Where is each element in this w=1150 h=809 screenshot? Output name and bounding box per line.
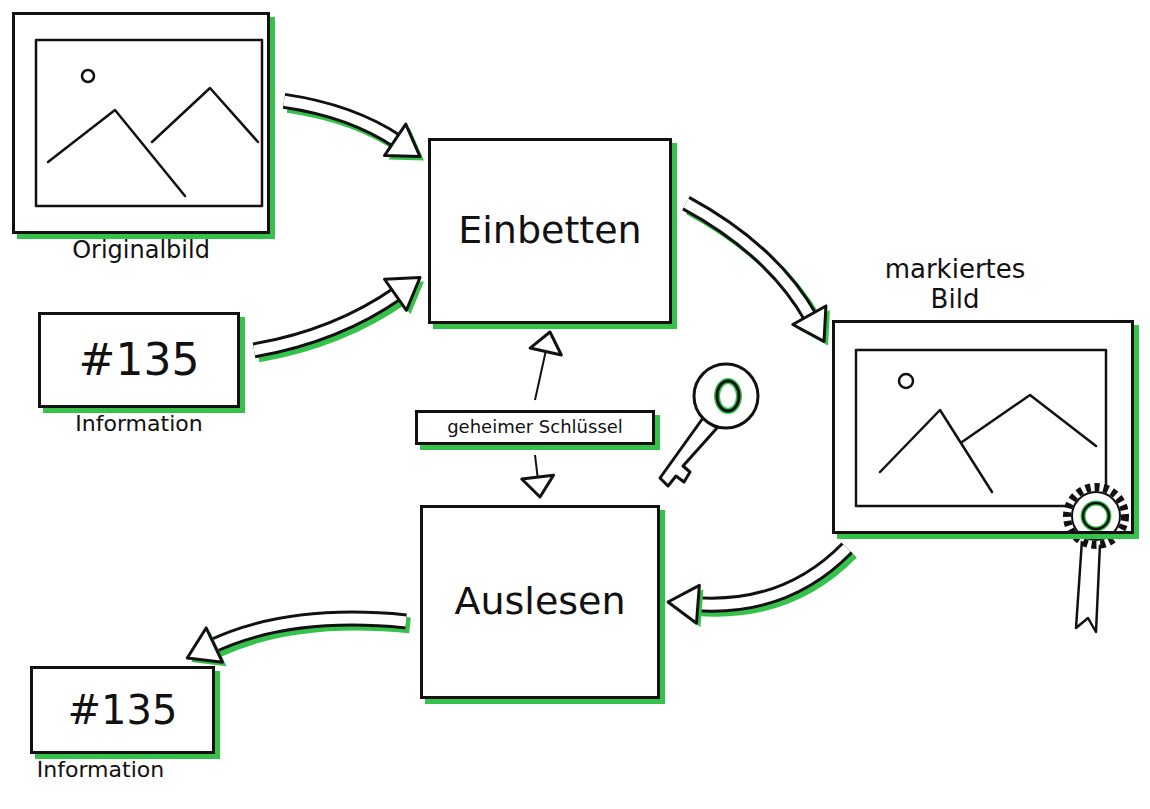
key-label: geheimer Schlüssel [447,417,623,438]
frame-label: Originalbild [72,237,210,265]
info-label: Information [37,757,164,782]
key-arrow [522,455,554,497]
key-band: geheimer Schlüssel [415,410,655,445]
info-number: #135 [68,687,178,733]
key-arrow [530,332,561,400]
seal-rosette [1067,487,1125,632]
process-label: Einbetten [458,209,641,253]
process-label: Auslesen [454,580,625,624]
flow-arrow [254,278,424,355]
info-note: #135Information [38,312,240,408]
flow-arrow [284,101,424,161]
inner-frame [856,350,1106,506]
info-number: #135 [79,335,200,386]
flow-arrow [668,548,851,627]
info-note: #135Information [30,666,215,754]
process-box: Auslesen [420,505,660,699]
mountain [880,410,992,492]
picture-frame: markiertes Bild [832,320,1134,534]
mountain [152,88,258,142]
sun [82,70,94,82]
process-box: Einbetten [428,138,672,324]
flow-arrow [686,203,830,345]
picture-frame: Originalbild [12,12,270,234]
inner-frame [36,40,262,206]
mountain [48,110,185,196]
info-label: Information [75,411,202,436]
sun [899,374,913,388]
frame-label: markiertes Bild [870,255,1040,315]
key-icon [660,364,758,486]
mountain [962,395,1096,446]
flow-arrow [187,619,410,667]
